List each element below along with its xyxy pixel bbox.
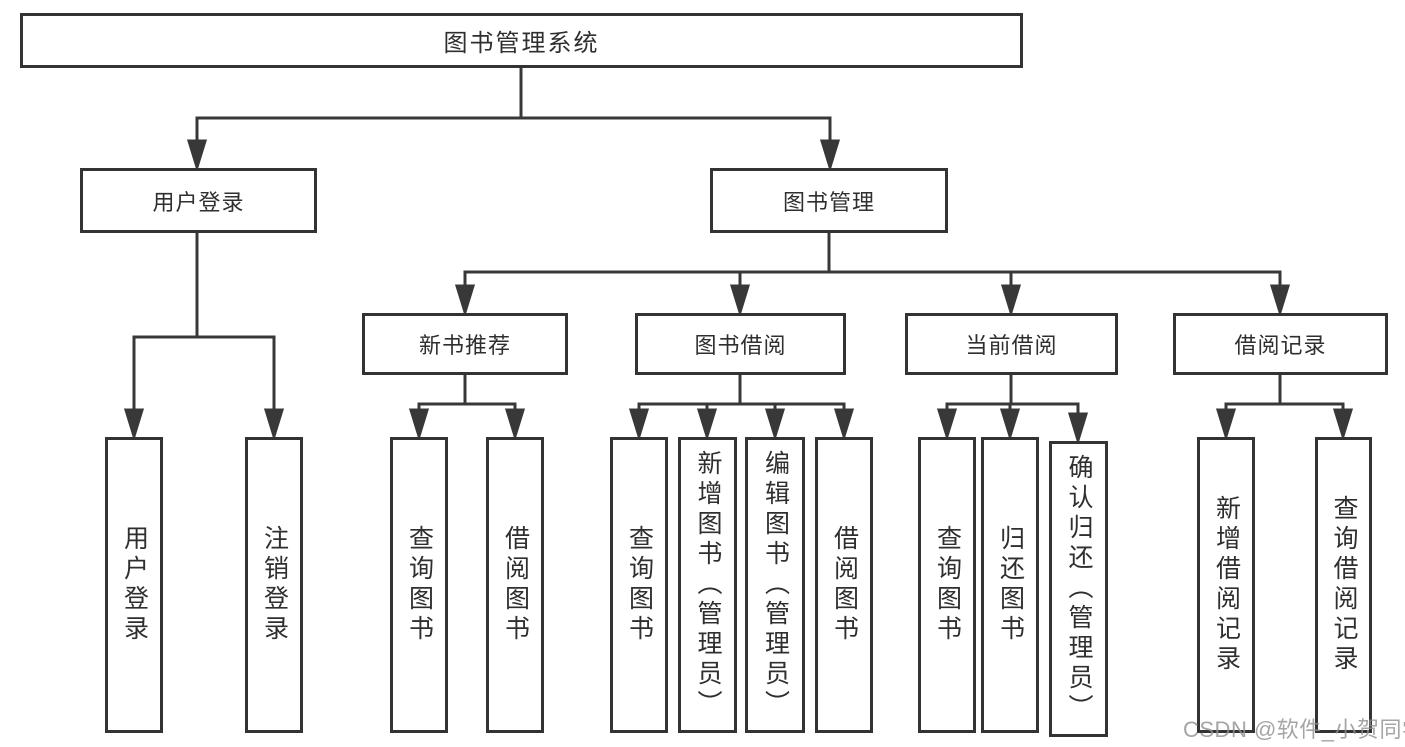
node-new-book-recommend-label: 新书推荐 <box>418 333 511 358</box>
leaf-query-books-recommend: 查询图书 <box>390 437 448 733</box>
csdn-watermark: CSDN @软件_小贺同学 <box>1183 717 1405 742</box>
leaf-query-borrow-record-label: 查询借阅记录 <box>1330 495 1358 675</box>
edge-new-book-to-leaves <box>408 373 526 442</box>
leaf-user-login: 用户登录 <box>105 437 163 733</box>
edge-book-management-to-level3 <box>454 231 1291 318</box>
edge-book-borrowing-to-leaves <box>628 373 855 442</box>
node-root-label: 图书管理系统 <box>443 30 600 57</box>
leaf-user-login-label: 用户登录 <box>120 525 149 645</box>
leaf-add-book-admin: 新增图书（管理员） <box>678 437 737 733</box>
edge-current-borrowing-to-leaves <box>936 373 1089 446</box>
leaf-query-borrow-record: 查询借阅记录 <box>1315 437 1372 733</box>
node-user-login-label: 用户登录 <box>152 189 245 215</box>
leaf-query-books-borrowing: 查询图书 <box>610 437 668 733</box>
leaf-confirm-return-admin: 确认归还（管理员） <box>1049 441 1108 737</box>
node-current-borrowing: 当前借阅 <box>905 313 1118 375</box>
node-new-book-recommend: 新书推荐 <box>362 313 568 375</box>
node-borrow-records-label: 借阅记录 <box>1234 333 1327 358</box>
node-book-borrowing: 图书借阅 <box>635 313 846 375</box>
leaf-query-books-borrowing-label: 查询图书 <box>625 525 654 645</box>
leaf-add-borrow-record-label: 新增借阅记录 <box>1212 495 1241 675</box>
leaf-query-books-current-label: 查询图书 <box>933 525 962 645</box>
leaf-logout-login: 注销登录 <box>245 437 303 733</box>
leaf-add-book-admin-label: 新增图书（管理员） <box>694 450 722 720</box>
leaf-edit-book-admin: 编辑图书（管理员） <box>745 437 805 733</box>
edge-borrow-records-to-leaves <box>1215 373 1354 442</box>
leaf-edit-book-admin-label: 编辑图书（管理员） <box>761 450 790 720</box>
leaf-query-books-recommend-label: 查询图书 <box>405 525 434 645</box>
node-borrow-records: 借阅记录 <box>1173 313 1388 375</box>
node-current-borrowing-label: 当前借阅 <box>965 333 1058 358</box>
node-book-management-label: 图书管理 <box>782 189 875 215</box>
leaf-return-books: 归还图书 <box>981 437 1039 733</box>
leaf-add-borrow-record: 新增借阅记录 <box>1197 437 1255 733</box>
leaf-borrow-books-borrowing: 借阅图书 <box>815 437 873 733</box>
node-user-login: 用户登录 <box>80 168 317 233</box>
node-book-management: 图书管理 <box>710 168 948 233</box>
leaf-borrow-books-recommend: 借阅图书 <box>486 437 544 733</box>
node-book-borrowing-label: 图书借阅 <box>694 333 787 358</box>
edge-root-to-level2 <box>186 66 841 173</box>
edge-user-login-to-leaves <box>123 231 285 442</box>
leaf-borrow-books-recommend-label: 借阅图书 <box>501 525 530 645</box>
leaf-logout-login-label: 注销登录 <box>260 525 289 645</box>
leaf-borrow-books-borrowing-label: 借阅图书 <box>830 525 859 645</box>
leaf-confirm-return-admin-label: 确认归还（管理员） <box>1065 454 1093 724</box>
leaf-query-books-current: 查询图书 <box>918 437 976 733</box>
leaf-return-books-label: 归还图书 <box>996 525 1025 645</box>
node-root: 图书管理系统 <box>20 13 1023 68</box>
